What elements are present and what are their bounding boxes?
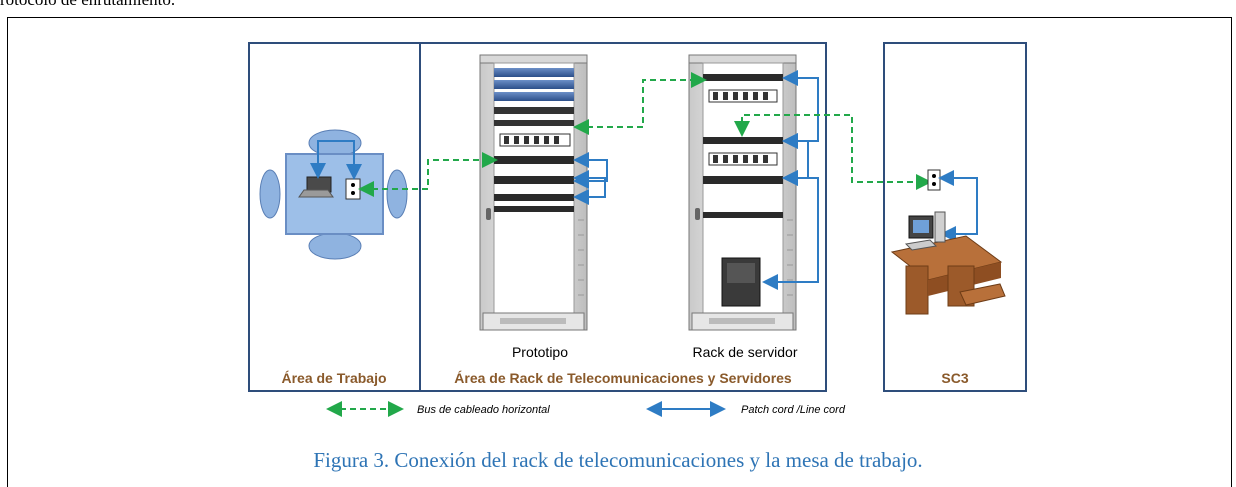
top-text-fragment: rotocolo de enrutamiento. bbox=[0, 0, 175, 10]
prototype-rack bbox=[479, 54, 588, 331]
figure-caption: Figura 3. Conexión del rack de telecomun… bbox=[313, 448, 923, 472]
figure-frame bbox=[7, 17, 1232, 487]
wall-outlet-icon bbox=[345, 178, 361, 200]
patch-cord-sc3 bbox=[938, 170, 978, 242]
patch-cord-workstation bbox=[310, 140, 362, 180]
legend: Bus de cableado horizontal Patch cord /L… bbox=[326, 401, 846, 417]
zone-label-work-area: Área de Trabajo bbox=[281, 370, 386, 386]
network-diagram: Área de Trabajo Área de Rack de Telecomu… bbox=[248, 42, 1027, 417]
zone-rack-area bbox=[419, 42, 827, 392]
horizontal-bus-lines bbox=[358, 72, 932, 197]
desk-computer-icon bbox=[890, 211, 1006, 315]
legend-patch-cord-label: Patch cord /Line cord bbox=[741, 404, 846, 416]
rack-label-prototype: Prototipo bbox=[512, 344, 568, 360]
zone-sc3 bbox=[883, 42, 1027, 392]
patch-cords-prototype bbox=[573, 152, 608, 205]
rack-label-server: Rack de servidor bbox=[692, 344, 797, 360]
server-rack bbox=[688, 54, 797, 331]
zone-label-sc3: SC3 bbox=[941, 370, 968, 386]
zone-label-rack-area: Área de Rack de Telecomunicaciones y Ser… bbox=[454, 370, 792, 386]
work-table-icon bbox=[259, 129, 408, 260]
legend-horizontal-bus-label: Bus de cableado horizontal bbox=[417, 404, 550, 416]
sc3-outlet-icon bbox=[927, 169, 941, 191]
